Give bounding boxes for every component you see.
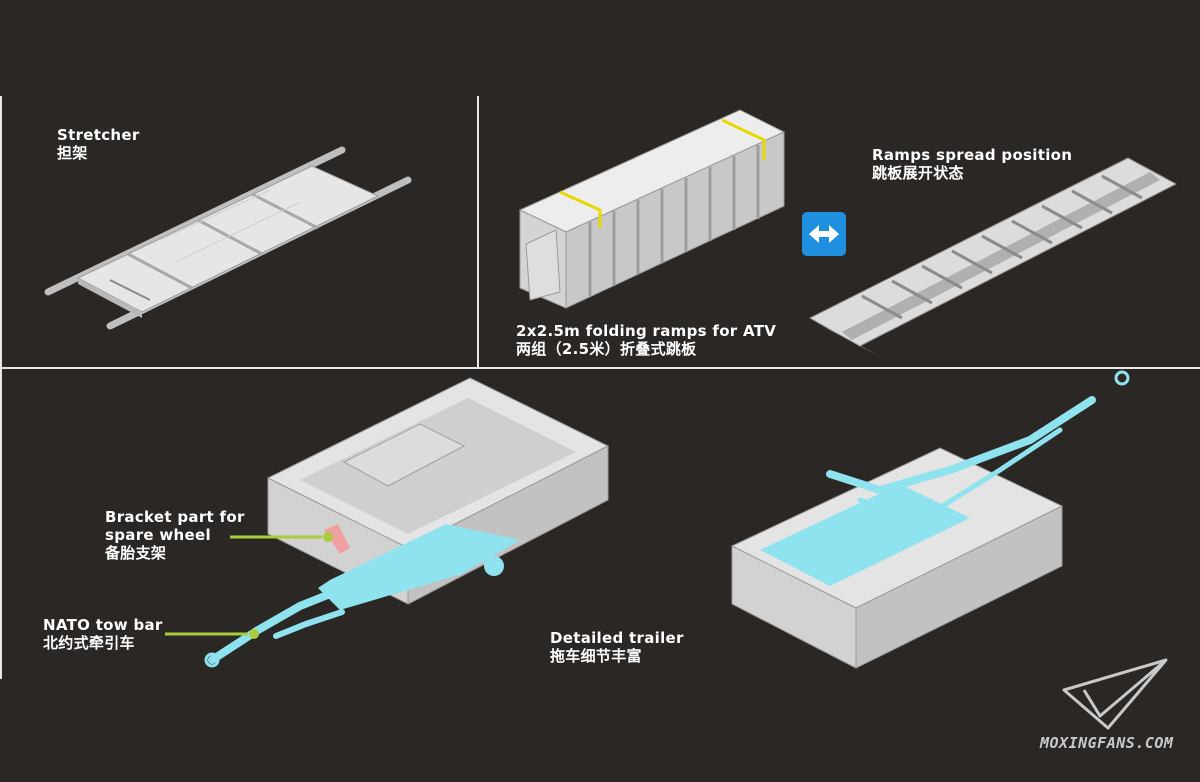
trailer-left-illustration bbox=[204, 377, 610, 668]
folded-ramps-illustration bbox=[518, 109, 786, 309]
paper-plane-icon bbox=[1062, 658, 1168, 730]
towbar-label: NATO tow bar 北约式牵引车 bbox=[43, 616, 163, 652]
trailer-title-cn: 拖车细节丰富 bbox=[550, 647, 642, 665]
trailer-right-illustration bbox=[730, 370, 1130, 669]
towbar-title-cn: 北约式牵引车 bbox=[43, 634, 135, 652]
horizontal-divider bbox=[0, 367, 1200, 369]
swap-button[interactable] bbox=[802, 212, 846, 256]
bracket-line1: Bracket part for bbox=[105, 508, 245, 526]
center-vertical-divider bbox=[477, 96, 479, 368]
stretcher-title-cn: 担架 bbox=[57, 144, 88, 162]
spread-ramps-title-cn: 跳板展开状态 bbox=[872, 164, 964, 182]
towbar-title-en: NATO tow bar bbox=[43, 616, 163, 634]
spread-ramps-illustration bbox=[808, 157, 1178, 356]
trailer-label: Detailed trailer 拖车细节丰富 bbox=[550, 629, 684, 665]
watermark-text: MOXINGFANS.COM bbox=[1040, 734, 1174, 752]
top-left-vertical-divider bbox=[0, 96, 2, 368]
bottom-left-vertical-divider bbox=[0, 369, 2, 679]
bracket-title-cn: 备胎支架 bbox=[105, 544, 167, 562]
stretcher-illustration bbox=[44, 146, 412, 330]
trailer-title-en: Detailed trailer bbox=[550, 629, 684, 647]
spread-ramps-label: Ramps spread position 跳板展开状态 bbox=[872, 146, 1072, 182]
folded-ramps-title-en: 2x2.5m folding ramps for ATV bbox=[516, 322, 777, 340]
folded-ramps-title-cn: 两组（2.5米）折叠式跳板 bbox=[516, 340, 697, 358]
stretcher-label: Stretcher 担架 bbox=[57, 126, 140, 162]
swap-arrows-icon bbox=[809, 225, 839, 243]
stretcher-title-en: Stretcher bbox=[57, 126, 140, 144]
bracket-label: Bracket part for spare wheel 备胎支架 bbox=[105, 508, 245, 562]
bracket-leader-dot bbox=[323, 532, 333, 542]
towbar-leader-dot bbox=[249, 629, 259, 639]
bracket-line2: spare wheel bbox=[105, 526, 211, 544]
folded-ramps-label: 2x2.5m folding ramps for ATV 两组（2.5米）折叠式… bbox=[516, 322, 776, 358]
spread-ramps-title-en: Ramps spread position bbox=[872, 146, 1073, 164]
